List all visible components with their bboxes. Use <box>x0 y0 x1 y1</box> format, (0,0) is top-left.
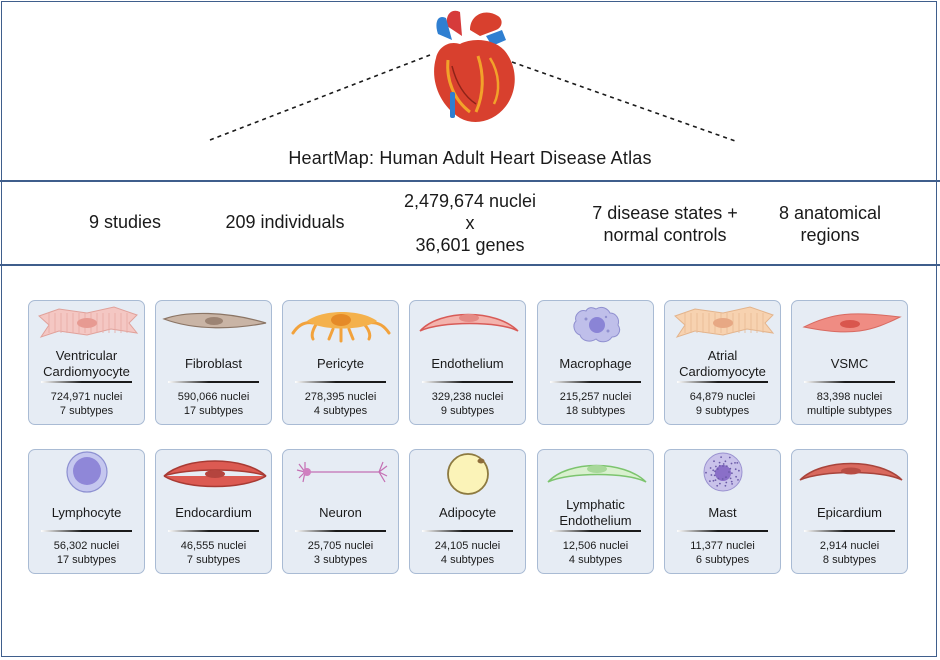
cell-type-card: VSMC 83,398 nuclei multiple subtypes <box>791 300 908 425</box>
cell-type-card: Lymphocyte 56,302 nuclei 17 subtypes <box>28 449 145 574</box>
neuron-icon <box>296 461 388 483</box>
cell-type-name: Lymphocyte <box>51 505 122 520</box>
nuclei-count: 12,506 nuclei <box>562 540 629 552</box>
cell-type-card: Neuron 25,705 nuclei 3 subtypes <box>282 449 399 574</box>
subtype-count: 4 subtypes <box>313 405 368 417</box>
card-divider <box>677 381 768 383</box>
subtype-count: 9 subtypes <box>440 405 495 417</box>
cell-type-card: Fibroblast 590,066 nuclei 17 subtypes <box>155 300 272 425</box>
subtype-count: 6 subtypes <box>695 554 750 566</box>
stat-disease-states: 7 disease states + normal controls <box>592 203 738 245</box>
nuclei-count: 590,066 nuclei <box>177 391 250 403</box>
subtype-count: multiple subtypes <box>807 405 892 417</box>
cell-type-name: Endocardium <box>175 505 252 520</box>
card-divider <box>168 530 259 532</box>
endocardium-icon <box>163 460 267 488</box>
stat-individuals: 209 individuals <box>225 212 345 232</box>
header-illustration <box>209 10 739 143</box>
nuclei-count: 25,705 nuclei <box>307 540 374 552</box>
lymphocyte-icon <box>66 451 108 493</box>
lymphatic-endothelium-icon <box>547 464 647 483</box>
stat-studies: 9 studies <box>88 212 162 232</box>
cell-type-name: Endothelium <box>431 356 504 371</box>
connector-line-left <box>209 54 431 141</box>
atrial-cardiomyocyte-icon <box>674 306 775 338</box>
heart-icon <box>434 10 515 122</box>
cell-type-card: Macrophage 215,257 nuclei 18 subtypes <box>537 300 654 425</box>
cell-type-card: Mast 11,377 nuclei 6 subtypes <box>664 449 781 574</box>
stat-anatomical-regions: 8 anatomical regions <box>778 203 882 245</box>
cell-type-card: Endocardium 46,555 nuclei 7 subtypes <box>155 449 272 574</box>
card-divider <box>295 530 386 532</box>
cell-type-name: Macrophage <box>559 356 632 371</box>
card-divider <box>550 530 641 532</box>
card-divider <box>41 381 132 383</box>
nuclei-count: 64,879 nuclei <box>689 391 756 403</box>
card-divider <box>422 381 513 383</box>
subtype-count: 17 subtypes <box>56 554 117 566</box>
card-divider <box>677 530 768 532</box>
subtype-count: 7 subtypes <box>59 405 114 417</box>
subtype-count: 9 subtypes <box>695 405 750 417</box>
pericyte-icon <box>291 312 391 343</box>
card-divider <box>295 381 386 383</box>
cell-type-name: Adipocyte <box>438 505 497 520</box>
nuclei-count: 83,398 nuclei <box>816 391 883 403</box>
nuclei-count: 724,971 nuclei <box>50 391 123 403</box>
atlas-title: HeartMap: Human Adult Heart Disease Atla… <box>288 148 652 168</box>
nuclei-count: 215,257 nuclei <box>559 391 632 403</box>
divider-bottom <box>0 264 940 266</box>
card-divider <box>550 381 641 383</box>
cell-type-name: Mast <box>708 505 737 520</box>
subtype-count: 8 subtypes <box>822 554 877 566</box>
nuclei-count: 56,302 nuclei <box>53 540 120 552</box>
card-divider <box>168 381 259 383</box>
nuclei-count: 2,914 nuclei <box>819 540 880 552</box>
subtype-count: 7 subtypes <box>186 554 241 566</box>
adipocyte-icon <box>447 453 489 495</box>
cell-type-card: Endothelium 329,238 nuclei 9 subtypes <box>409 300 526 425</box>
nuclei-count: 329,238 nuclei <box>431 391 504 403</box>
card-divider <box>422 530 513 532</box>
endothelium-icon <box>419 313 519 332</box>
nuclei-count: 278,395 nuclei <box>304 391 377 403</box>
cell-type-name: Neuron <box>319 505 362 520</box>
cell-type-name: VSMC <box>830 356 869 371</box>
subtype-count: 18 subtypes <box>565 405 626 417</box>
macrophage-icon <box>573 306 621 343</box>
cell-type-card: Adipocyte 24,105 nuclei 4 subtypes <box>409 449 526 574</box>
cell-type-card: Epicardium 2,914 nuclei 8 subtypes <box>791 449 908 574</box>
nuclei-count: 11,377 nuclei <box>690 540 755 552</box>
nuclei-count: 46,555 nuclei <box>180 540 247 552</box>
fibroblast-icon <box>162 312 267 329</box>
epicardium-icon <box>799 462 903 481</box>
vsmc-icon <box>802 313 902 333</box>
card-divider <box>804 530 895 532</box>
cardiomyocyte-icon <box>38 306 139 338</box>
stat-nuclei-genes: 2,479,674 nuclei x 36,601 genes <box>403 191 537 255</box>
cell-type-name: Fibroblast <box>184 356 243 371</box>
cell-type-card: Pericyte 278,395 nuclei 4 subtypes <box>282 300 399 425</box>
cell-type-name: Pericyte <box>317 356 364 371</box>
mast-cell-icon <box>703 452 743 492</box>
nuclei-count: 24,105 nuclei <box>434 540 501 552</box>
card-divider <box>41 530 132 532</box>
connector-line-right <box>511 61 739 143</box>
subtype-count: 4 subtypes <box>440 554 495 566</box>
divider-top <box>0 180 940 182</box>
card-divider <box>804 381 895 383</box>
subtype-count: 17 subtypes <box>183 405 244 417</box>
subtype-count: 3 subtypes <box>313 554 368 566</box>
subtype-count: 4 subtypes <box>568 554 623 566</box>
cell-type-name: Epicardium <box>816 505 883 520</box>
